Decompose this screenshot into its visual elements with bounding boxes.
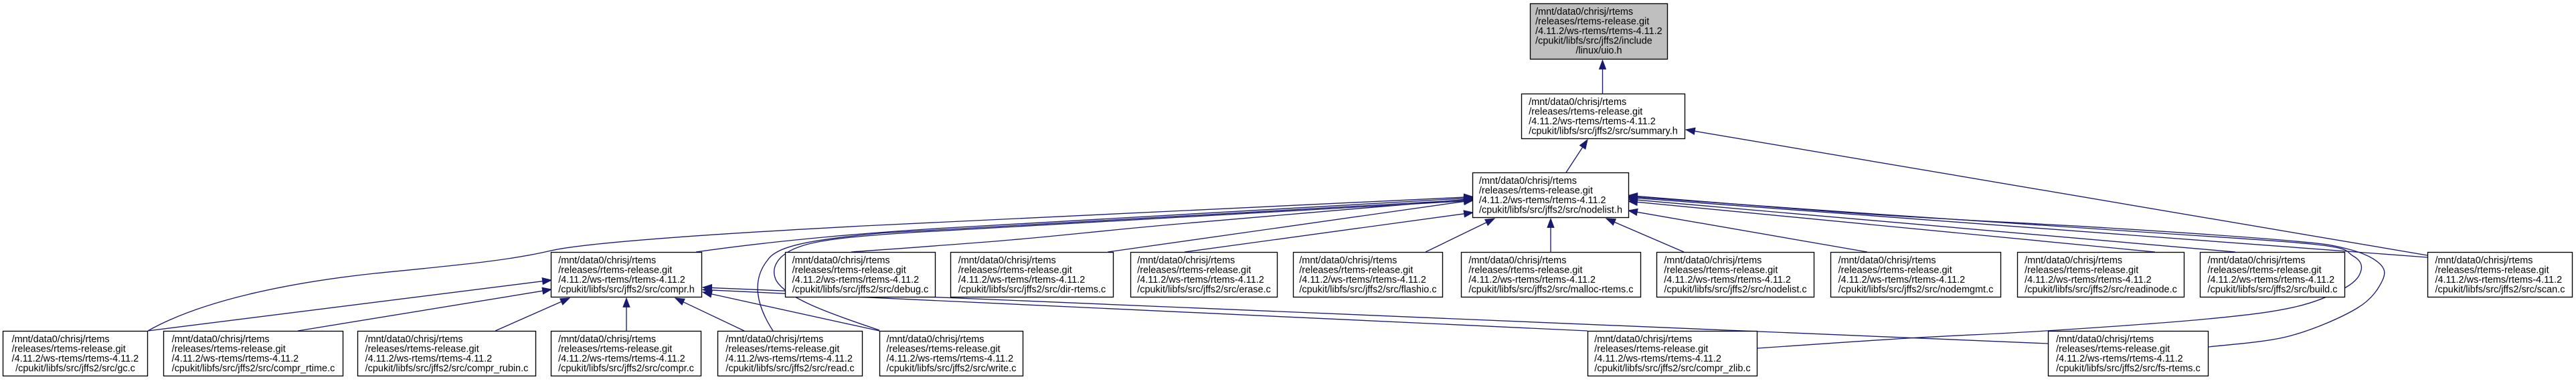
svg-text:/mnt/data0/chrisj/rtems: /mnt/data0/chrisj/rtems — [1594, 334, 1692, 345]
svg-text:/releases/rtems-release.git: /releases/rtems-release.git — [558, 344, 672, 355]
svg-text:/mnt/data0/chrisj/rtems: /mnt/data0/chrisj/rtems — [1137, 255, 1235, 266]
svg-text:/cpukit/libfs/src/jffs2/src/no: /cpukit/libfs/src/jffs2/src/nodemgmt.c — [1838, 285, 1994, 295]
svg-text:/releases/rtems-release.git: /releases/rtems-release.git — [12, 344, 126, 355]
svg-text:/releases/rtems-release.git: /releases/rtems-release.git — [1299, 265, 1413, 276]
svg-text:/releases/rtems-release.git: /releases/rtems-release.git — [1535, 17, 1649, 27]
svg-text:/4.11.2/ws-rtems/rtems-4.11.2: /4.11.2/ws-rtems/rtems-4.11.2 — [792, 275, 920, 285]
svg-text:/mnt/data0/chrisj/rtems: /mnt/data0/chrisj/rtems — [1664, 255, 1762, 266]
svg-text:/releases/rtems-release.git: /releases/rtems-release.git — [887, 344, 1001, 355]
svg-text:/4.11.2/ws-rtems/rtems-4.11.2: /4.11.2/ws-rtems/rtems-4.11.2 — [12, 354, 139, 364]
svg-text:/cpukit/libfs/src/jffs2/src/co: /cpukit/libfs/src/jffs2/src/compr.h — [558, 285, 695, 295]
svg-text:/releases/rtems-release.git: /releases/rtems-release.git — [958, 265, 1072, 276]
svg-text:/cpukit/libfs/src/jffs2/src/ma: /cpukit/libfs/src/jffs2/src/malloc-rtems… — [1468, 285, 1633, 295]
svg-text:/4.11.2/ws-rtems/rtems-4.11.2: /4.11.2/ws-rtems/rtems-4.11.2 — [725, 354, 853, 364]
svg-text:/4.11.2/ws-rtems/rtems-4.11.2: /4.11.2/ws-rtems/rtems-4.11.2 — [1838, 275, 1966, 285]
svg-text:/releases/rtems-release.git: /releases/rtems-release.git — [558, 265, 672, 276]
svg-text:/4.11.2/ws-rtems/rtems-4.11.2: /4.11.2/ws-rtems/rtems-4.11.2 — [1535, 26, 1662, 37]
svg-text:/4.11.2/ws-rtems/rtems-4.11.2: /4.11.2/ws-rtems/rtems-4.11.2 — [1299, 275, 1426, 285]
svg-text:/4.11.2/ws-rtems/rtems-4.11.2: /4.11.2/ws-rtems/rtems-4.11.2 — [2056, 354, 2183, 364]
svg-text:/cpukit/libfs/src/jffs2/src/no: /cpukit/libfs/src/jffs2/src/nodelist.c — [1664, 285, 1806, 295]
svg-text:/releases/rtems-release.git: /releases/rtems-release.git — [1529, 107, 1642, 118]
svg-text:/4.11.2/ws-rtems/rtems-4.11.2: /4.11.2/ws-rtems/rtems-4.11.2 — [2208, 275, 2335, 285]
svg-text:/releases/rtems-release.git: /releases/rtems-release.git — [2208, 265, 2322, 276]
svg-text:/mnt/data0/chrisj/rtems: /mnt/data0/chrisj/rtems — [725, 334, 823, 345]
svg-text:/cpukit/libfs/src/jffs2/src/co: /cpukit/libfs/src/jffs2/src/compr_rubin.… — [365, 364, 529, 374]
svg-text:/4.11.2/ws-rtems/rtems-4.11.2: /4.11.2/ws-rtems/rtems-4.11.2 — [558, 354, 685, 364]
svg-text:/releases/rtems-release.git: /releases/rtems-release.git — [1664, 265, 1778, 276]
svg-text:/cpukit/libfs/src/jffs2/src/sc: /cpukit/libfs/src/jffs2/src/scan.c — [2435, 285, 2565, 295]
svg-text:/releases/rtems-release.git: /releases/rtems-release.git — [792, 265, 906, 276]
svg-text:/mnt/data0/chrisj/rtems: /mnt/data0/chrisj/rtems — [558, 334, 656, 345]
svg-text:/cpukit/libfs/src/jffs2/src/co: /cpukit/libfs/src/jffs2/src/compr_zlib.c — [1594, 364, 1750, 374]
svg-text:/cpukit/libfs/src/jffs2/includ: /cpukit/libfs/src/jffs2/include — [1535, 36, 1652, 47]
svg-text:/releases/rtems-release.git: /releases/rtems-release.git — [1838, 265, 1952, 276]
svg-text:/mnt/data0/chrisj/rtems: /mnt/data0/chrisj/rtems — [958, 255, 1056, 266]
svg-text:/releases/rtems-release.git: /releases/rtems-release.git — [1137, 265, 1251, 276]
svg-text:/releases/rtems-release.git: /releases/rtems-release.git — [1468, 265, 1582, 276]
svg-text:/4.11.2/ws-rtems/rtems-4.11.2: /4.11.2/ws-rtems/rtems-4.11.2 — [558, 275, 685, 285]
svg-text:/releases/rtems-release.git: /releases/rtems-release.git — [365, 344, 479, 355]
svg-text:/releases/rtems-release.git: /releases/rtems-release.git — [2056, 344, 2170, 355]
svg-text:/releases/rtems-release.git: /releases/rtems-release.git — [1594, 344, 1708, 355]
svg-text:/mnt/data0/chrisj/rtems: /mnt/data0/chrisj/rtems — [172, 334, 270, 345]
svg-text:/releases/rtems-release.git: /releases/rtems-release.git — [2025, 265, 2138, 276]
svg-text:/cpukit/libfs/src/jffs2/src/er: /cpukit/libfs/src/jffs2/src/erase.c — [1137, 285, 1271, 295]
svg-text:/cpukit/libfs/src/jffs2/src/no: /cpukit/libfs/src/jffs2/src/nodelist.h — [1479, 205, 1622, 216]
svg-text:/cpukit/libfs/src/jffs2/src/fs: /cpukit/libfs/src/jffs2/src/fs-rtems.c — [2056, 364, 2201, 374]
svg-text:/cpukit/libfs/src/jffs2/src/su: /cpukit/libfs/src/jffs2/src/summary.h — [1529, 126, 1678, 137]
svg-text:/4.11.2/ws-rtems/rtems-4.11.2: /4.11.2/ws-rtems/rtems-4.11.2 — [2435, 275, 2563, 285]
svg-text:/4.11.2/ws-rtems/rtems-4.11.2: /4.11.2/ws-rtems/rtems-4.11.2 — [2025, 275, 2152, 285]
svg-text:/cpukit/libfs/src/jffs2/src/re: /cpukit/libfs/src/jffs2/src/readinode.c — [2025, 285, 2177, 295]
svg-text:/cpukit/libfs/src/jffs2/src/wr: /cpukit/libfs/src/jffs2/src/write.c — [887, 364, 1017, 374]
svg-text:/4.11.2/ws-rtems/rtems-4.11.2: /4.11.2/ws-rtems/rtems-4.11.2 — [958, 275, 1086, 285]
svg-text:/mnt/data0/chrisj/rtems: /mnt/data0/chrisj/rtems — [365, 334, 463, 345]
svg-text:/4.11.2/ws-rtems/rtems-4.11.2: /4.11.2/ws-rtems/rtems-4.11.2 — [1594, 354, 1721, 364]
svg-text:/4.11.2/ws-rtems/rtems-4.11.2: /4.11.2/ws-rtems/rtems-4.11.2 — [365, 354, 493, 364]
svg-text:/mnt/data0/chrisj/rtems: /mnt/data0/chrisj/rtems — [12, 334, 110, 345]
svg-text:/cpukit/libfs/src/jffs2/src/fl: /cpukit/libfs/src/jffs2/src/flashio.c — [1299, 285, 1436, 295]
svg-text:/releases/rtems-release.git: /releases/rtems-release.git — [725, 344, 839, 355]
svg-text:/mnt/data0/chrisj/rtems: /mnt/data0/chrisj/rtems — [1468, 255, 1566, 266]
svg-text:/cpukit/libfs/src/jffs2/src/re: /cpukit/libfs/src/jffs2/src/read.c — [725, 364, 854, 374]
svg-text:/4.11.2/ws-rtems/rtems-4.11.2: /4.11.2/ws-rtems/rtems-4.11.2 — [1479, 195, 1606, 206]
svg-text:/mnt/data0/chrisj/rtems: /mnt/data0/chrisj/rtems — [1479, 176, 1577, 186]
svg-text:/mnt/data0/chrisj/rtems: /mnt/data0/chrisj/rtems — [2025, 255, 2122, 266]
svg-text:/4.11.2/ws-rtems/rtems-4.11.2: /4.11.2/ws-rtems/rtems-4.11.2 — [1529, 116, 1656, 127]
svg-text:/4.11.2/ws-rtems/rtems-4.11.2: /4.11.2/ws-rtems/rtems-4.11.2 — [1468, 275, 1596, 285]
svg-text:/mnt/data0/chrisj/rtems: /mnt/data0/chrisj/rtems — [558, 255, 656, 266]
svg-text:/cpukit/libfs/src/jffs2/src/co: /cpukit/libfs/src/jffs2/src/compr.c — [558, 364, 694, 374]
svg-text:/mnt/data0/chrisj/rtems: /mnt/data0/chrisj/rtems — [887, 334, 984, 345]
svg-text:/releases/rtems-release.git: /releases/rtems-release.git — [2435, 265, 2549, 276]
svg-text:/releases/rtems-release.git: /releases/rtems-release.git — [1479, 186, 1593, 197]
svg-text:/mnt/data0/chrisj/rtems: /mnt/data0/chrisj/rtems — [2435, 255, 2533, 266]
svg-text:/linux/uio.h: /linux/uio.h — [1575, 45, 1622, 56]
svg-text:/mnt/data0/chrisj/rtems: /mnt/data0/chrisj/rtems — [2056, 334, 2154, 345]
svg-text:/cpukit/libfs/src/jffs2/src/co: /cpukit/libfs/src/jffs2/src/compr_rtime.… — [172, 364, 335, 374]
svg-text:/mnt/data0/chrisj/rtems: /mnt/data0/chrisj/rtems — [1838, 255, 1936, 266]
svg-text:/cpukit/libfs/src/jffs2/src/di: /cpukit/libfs/src/jffs2/src/dir-rtems.c — [958, 285, 1106, 295]
svg-text:/4.11.2/ws-rtems/rtems-4.11.2: /4.11.2/ws-rtems/rtems-4.11.2 — [1137, 275, 1264, 285]
svg-text:/cpukit/libfs/src/jffs2/src/bu: /cpukit/libfs/src/jffs2/src/build.c — [2208, 285, 2338, 295]
svg-text:/cpukit/libfs/src/jffs2/src/gc: /cpukit/libfs/src/jffs2/src/gc.c — [15, 364, 135, 374]
svg-text:/releases/rtems-release.git: /releases/rtems-release.git — [172, 344, 286, 355]
svg-text:/mnt/data0/chrisj/rtems: /mnt/data0/chrisj/rtems — [1299, 255, 1397, 266]
svg-text:/4.11.2/ws-rtems/rtems-4.11.2: /4.11.2/ws-rtems/rtems-4.11.2 — [887, 354, 1014, 364]
svg-text:/cpukit/libfs/src/jffs2/src/de: /cpukit/libfs/src/jffs2/src/debug.c — [792, 285, 929, 295]
svg-text:/mnt/data0/chrisj/rtems: /mnt/data0/chrisj/rtems — [792, 255, 890, 266]
svg-text:/4.11.2/ws-rtems/rtems-4.11.2: /4.11.2/ws-rtems/rtems-4.11.2 — [1664, 275, 1791, 285]
svg-text:/mnt/data0/chrisj/rtems: /mnt/data0/chrisj/rtems — [1529, 97, 1626, 108]
svg-text:/mnt/data0/chrisj/rtems: /mnt/data0/chrisj/rtems — [2208, 255, 2306, 266]
svg-text:/mnt/data0/chrisj/rtems: /mnt/data0/chrisj/rtems — [1535, 7, 1633, 17]
svg-text:/4.11.2/ws-rtems/rtems-4.11.2: /4.11.2/ws-rtems/rtems-4.11.2 — [172, 354, 299, 364]
